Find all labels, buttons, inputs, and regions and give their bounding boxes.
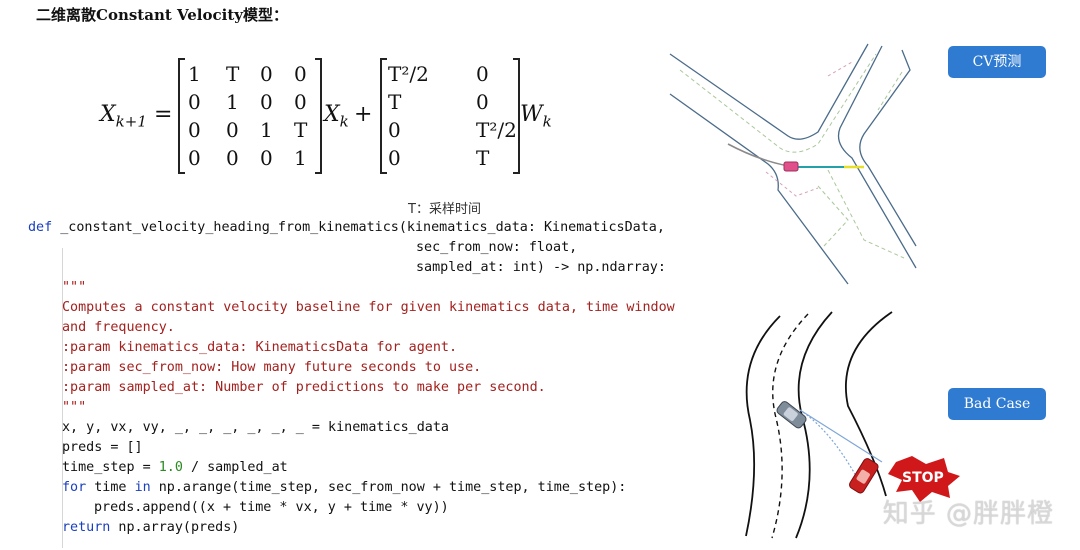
matrix_a-cell-2-2: 1 bbox=[260, 118, 273, 142]
matrix_a-cell-2-0: 0 bbox=[188, 118, 201, 142]
formula-xk: Xk bbox=[324, 102, 349, 131]
code-line-13: time_step = 1.0 / sampled_at bbox=[62, 460, 288, 475]
matrix_a-cell-2-1: 0 bbox=[226, 118, 239, 142]
matrix_b-cell-0-0: T²/2 bbox=[388, 62, 429, 86]
gray-car-icon bbox=[776, 401, 807, 429]
code-line-10: """ bbox=[62, 400, 87, 415]
code-line-4: """ bbox=[62, 280, 87, 295]
ego-vehicle-icon bbox=[783, 161, 799, 172]
matrix_a-cell-3-3: 1 bbox=[294, 146, 307, 170]
matrix_b-cell-2-1: T²/2 bbox=[476, 118, 517, 142]
matrix_b-cell-1-1: 0 bbox=[476, 90, 489, 114]
matrix_a-cell-0-3: 0 bbox=[294, 62, 307, 86]
formula-wk: Wk bbox=[520, 102, 552, 131]
matrix_a-cell-3-0: 0 bbox=[188, 146, 201, 170]
code-line-6: and frequency. bbox=[62, 320, 175, 335]
matrix_a-cell-1-2: 0 bbox=[260, 90, 273, 114]
formula-plus: + bbox=[354, 102, 373, 127]
matrix_b-cell-1-0: T bbox=[388, 90, 402, 114]
code-block: def _constant_velocity_heading_from_kine… bbox=[28, 218, 708, 548]
code-line-11: x, y, vx, vy, _, _, _, _, _, _ = kinemat… bbox=[62, 420, 449, 435]
matrix_a-cell-1-3: 0 bbox=[294, 90, 307, 114]
formula-equals: = bbox=[154, 102, 173, 127]
code-line-9: :param sampled_at: Number of predictions… bbox=[62, 380, 546, 395]
cv-prediction-map bbox=[669, 43, 917, 285]
history-track bbox=[727, 143, 789, 167]
stop-sign-text: STOP bbox=[902, 470, 944, 486]
page-title: 二维离散Constant Velocity模型： bbox=[36, 6, 288, 24]
code-line-12: preds = [] bbox=[62, 440, 143, 455]
matrix_b-cell-0-1: 0 bbox=[476, 62, 489, 86]
red-car-icon bbox=[849, 458, 879, 494]
code-line-15: preds.append((x + time * vx, y + time * … bbox=[94, 500, 449, 515]
matrix_a-cell-0-1: T bbox=[226, 62, 240, 86]
code-line-7: :param kinematics_data: KinematicsData f… bbox=[62, 340, 458, 355]
code-line-16: return np.array(preds) bbox=[62, 520, 240, 535]
matrix_b-cell-3-0: 0 bbox=[388, 146, 401, 170]
matrix_a-cell-3-2: 0 bbox=[260, 146, 273, 170]
matrix_a-cell-1-0: 0 bbox=[188, 90, 201, 114]
matrix_a-cell-1-1: 1 bbox=[226, 90, 239, 114]
formula-lhs: Xk+1 bbox=[100, 102, 147, 131]
bad-case-button[interactable]: Bad Case bbox=[948, 388, 1046, 420]
sampling-time-caption: T：采样时间 bbox=[408, 202, 481, 217]
cv-predicted-path bbox=[799, 409, 883, 463]
code-line-14: for time in np.arange(time_step, sec_fro… bbox=[62, 480, 627, 495]
matrix_a-cell-0-2: 0 bbox=[260, 62, 273, 86]
code-line-8: :param sec_from_now: How many future sec… bbox=[62, 360, 482, 375]
indent-guide bbox=[62, 248, 63, 548]
matrix_b-cell-2-0: 0 bbox=[388, 118, 401, 142]
stop-sign-icon: STOP bbox=[888, 456, 960, 502]
code-line-1: def _constant_velocity_heading_from_kine… bbox=[28, 220, 665, 235]
cv-prediction-button[interactable]: CV预测 bbox=[948, 46, 1046, 78]
matrix_a-cell-3-1: 0 bbox=[226, 146, 239, 170]
code-line-2: sec_from_now: float, bbox=[416, 240, 578, 255]
zhihu-watermark: 知乎 @胖胖橙 bbox=[882, 499, 1054, 529]
matrix_b-cell-3-1: T bbox=[476, 146, 490, 170]
bad-case-illustration: STOP bbox=[745, 311, 960, 539]
matrix_a-cell-0-0: 1 bbox=[188, 62, 201, 86]
code-line-3: sampled_at: int) -> np.ndarray: bbox=[416, 260, 666, 275]
code-line-5: Computes a constant velocity baseline fo… bbox=[62, 300, 675, 315]
matrix_a-cell-2-3: T bbox=[294, 118, 308, 142]
